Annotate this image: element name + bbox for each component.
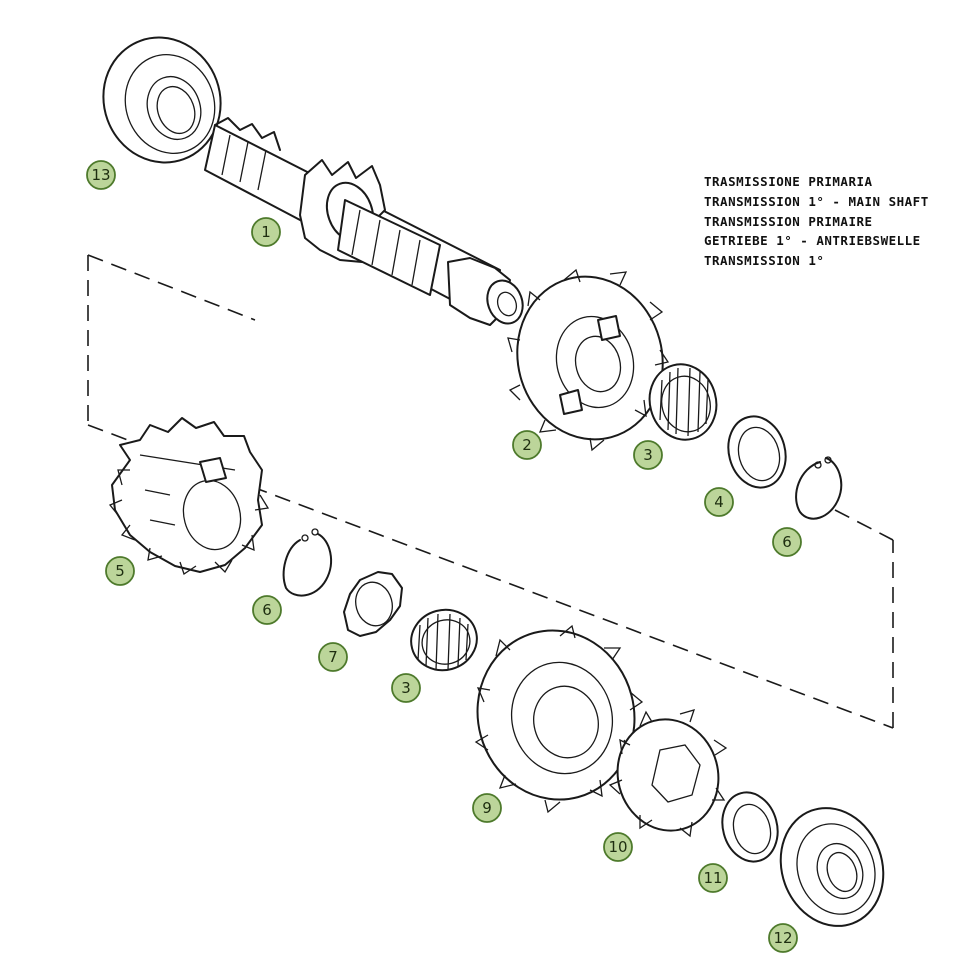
svg-text:5: 5 — [115, 562, 125, 580]
needle-bearing-top — [648, 363, 718, 441]
svg-text:1: 1 — [261, 223, 271, 241]
callout-10: 10 — [603, 832, 633, 862]
title-block: TRASMISSIONE PRIMARIA TRANSMISSION 1° - … — [704, 174, 929, 268]
svg-text:7: 7 — [328, 648, 338, 666]
shim-washer — [721, 791, 779, 863]
callout-5: 5 — [105, 556, 135, 586]
svg-text:13: 13 — [91, 166, 110, 184]
callout-3-top: 3 — [633, 440, 663, 470]
double-gear — [108, 417, 270, 576]
circlip-top — [795, 456, 843, 520]
title-line-2: TRANSMISSION 1° - MAIN SHAFT — [704, 194, 929, 209]
title-line-4: GETRIEBE 1° - ANTRIEBSWELLE — [704, 233, 921, 248]
callout-3-lower: 3 — [391, 673, 421, 703]
thrust-washer-top — [727, 415, 787, 489]
svg-text:2: 2 — [522, 436, 532, 454]
callout-4: 4 — [704, 487, 734, 517]
callout-12: 12 — [768, 923, 798, 953]
large-gear — [474, 624, 644, 814]
title-line-3: TRANSMISSION PRIMAIRE — [704, 214, 873, 229]
callout-2: 2 — [512, 430, 542, 460]
needle-bearing-lower — [410, 608, 478, 672]
assembly-guide-lines — [87, 254, 894, 729]
callout-6-top: 6 — [772, 527, 802, 557]
main-shaft — [204, 117, 524, 326]
small-gear — [608, 709, 728, 838]
svg-text:11: 11 — [703, 869, 722, 887]
svg-text:3: 3 — [401, 679, 411, 697]
callout-1: 1 — [251, 217, 281, 247]
bearing-bottom — [779, 807, 885, 927]
gear-dog-clutch — [507, 268, 670, 452]
bearing-top — [102, 36, 222, 164]
callout-9: 9 — [472, 793, 502, 823]
title-line-1: TRASMISSIONE PRIMARIA — [704, 174, 873, 189]
callout-6-middle: 6 — [252, 595, 282, 625]
title-line-5: TRANSMISSION 1° — [704, 253, 824, 268]
splined-washer — [343, 571, 403, 637]
svg-text:6: 6 — [262, 601, 272, 619]
circlip-middle — [282, 528, 333, 597]
svg-text:4: 4 — [714, 493, 724, 511]
svg-text:12: 12 — [773, 929, 792, 947]
svg-text:3: 3 — [643, 446, 653, 464]
svg-text:6: 6 — [782, 533, 792, 551]
callout-13: 13 — [86, 160, 116, 190]
callout-7: 7 — [318, 642, 348, 672]
svg-text:9: 9 — [482, 799, 492, 817]
svg-text:10: 10 — [608, 838, 627, 856]
callout-11: 11 — [698, 863, 728, 893]
